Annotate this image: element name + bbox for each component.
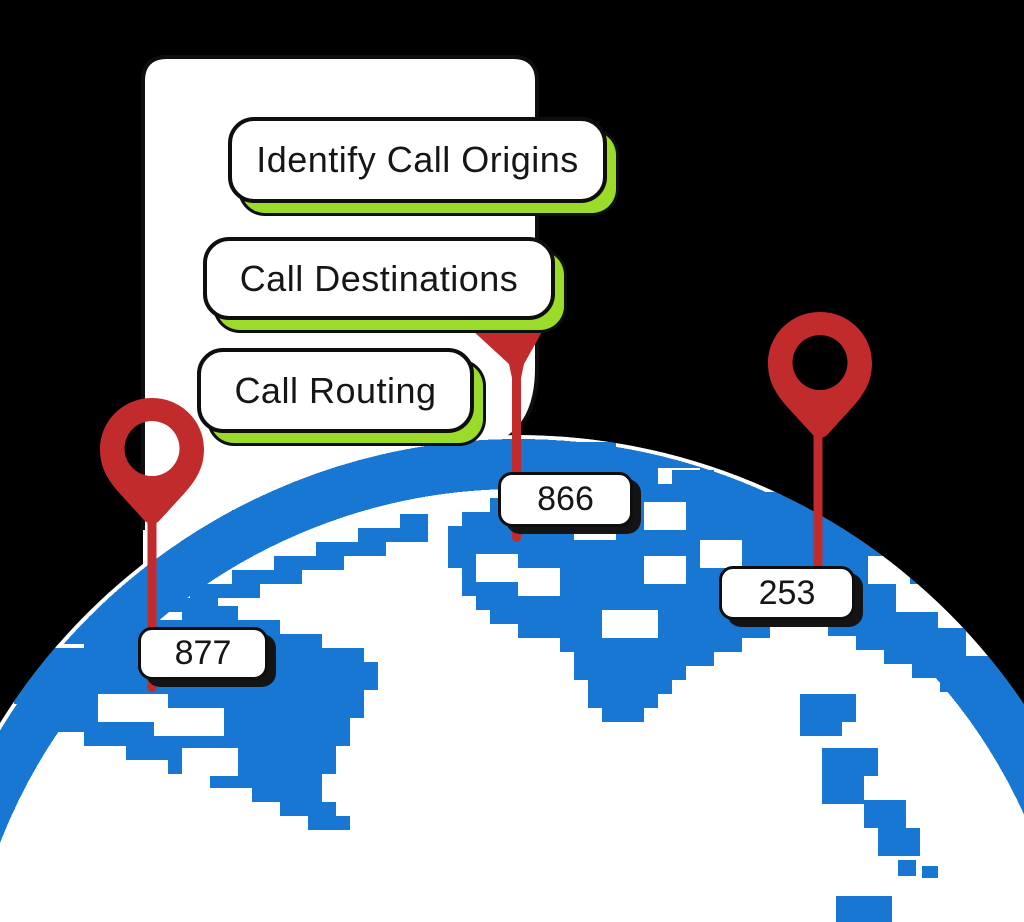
pin-value-tag: 877 bbox=[138, 627, 268, 680]
land-archipelago bbox=[800, 694, 856, 736]
map-pin-icon bbox=[768, 312, 872, 572]
land-africa-eurasia bbox=[448, 470, 812, 722]
pill-label: Call Destinations bbox=[239, 257, 519, 299]
pin-value: 866 bbox=[537, 480, 594, 518]
pill-identify-call-origins: Identify Call Origins bbox=[228, 117, 607, 203]
pin-value: 253 bbox=[758, 573, 816, 612]
pill-call-destinations: Call Destinations bbox=[203, 237, 555, 320]
land-northwest-band bbox=[148, 514, 428, 612]
pin-value: 877 bbox=[174, 634, 232, 672]
pill-label: Call Routing bbox=[234, 369, 437, 411]
pin-value-tag: 866 bbox=[498, 472, 633, 527]
pin-value-tag: 253 bbox=[719, 566, 855, 620]
pill-label: Identify Call Origins bbox=[256, 139, 579, 180]
pill-call-routing: Call Routing bbox=[197, 348, 474, 433]
